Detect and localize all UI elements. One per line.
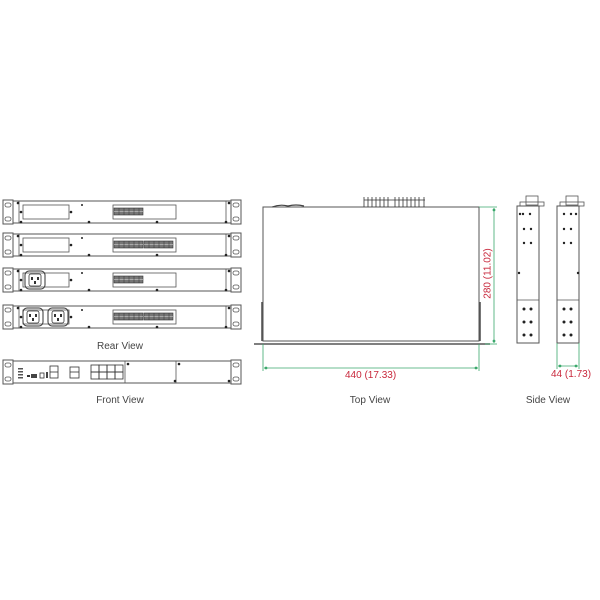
rear-view-2 xyxy=(2,232,242,258)
height-dimension-line xyxy=(556,343,580,369)
rear-view-1 xyxy=(2,199,242,225)
terminal-block-tops xyxy=(363,197,425,207)
height-dimension-label: 44 (1.73) xyxy=(551,369,592,380)
rear-view-caption: Rear View xyxy=(97,341,143,352)
width-dimension-line xyxy=(262,344,480,371)
rear-view-3 xyxy=(2,267,242,293)
width-dimension-label: 440 (17.33) xyxy=(345,370,397,381)
depth-dimension-label: 280 (11.02) xyxy=(482,248,494,299)
side-view-right xyxy=(556,195,585,369)
front-view xyxy=(2,359,242,385)
rear-view-4 xyxy=(2,304,242,330)
top-view xyxy=(254,197,497,371)
side-view-left xyxy=(516,195,545,344)
top-view-caption: Top View xyxy=(349,395,391,406)
front-view-caption: Front View xyxy=(96,395,144,406)
side-view-caption: Side View xyxy=(525,395,571,406)
depth-dimension-line xyxy=(479,206,497,345)
